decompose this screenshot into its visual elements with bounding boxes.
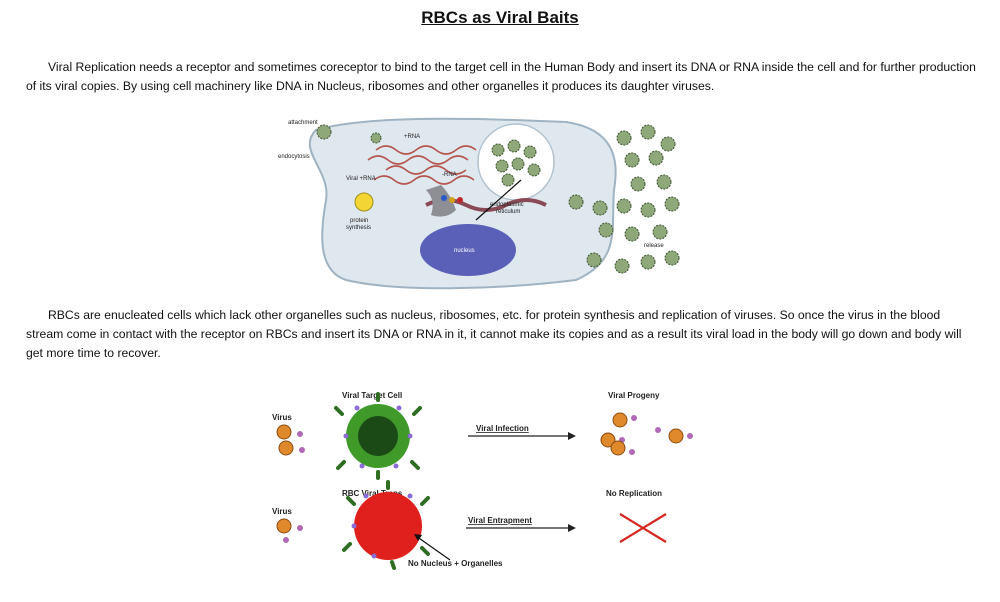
label-no-replication: No Replication bbox=[606, 489, 662, 498]
viral-replication-svg: attachment endocytosis +RNA -RNA Viral +… bbox=[278, 117, 680, 290]
paragraph-viral-replication: Viral Replication needs a receptor and s… bbox=[26, 60, 976, 93]
document-title: RBCs as Viral Baits bbox=[421, 8, 579, 27]
label-virus-top: Virus bbox=[272, 413, 292, 422]
virus-group-top bbox=[276, 424, 305, 456]
virus-attachment bbox=[316, 124, 382, 144]
paragraph-rbcs: RBCs are enucleated cells which lack oth… bbox=[26, 308, 962, 360]
label-viral-progeny: Viral Progeny bbox=[608, 391, 660, 400]
label-viral-entrapment: Viral Entrapment bbox=[468, 516, 532, 525]
rbc-viral-traps-svg: Viral Target Cell Viral Progeny Virus bbox=[272, 391, 693, 570]
rbc-shape bbox=[342, 480, 430, 570]
label-no-nucleus: No Nucleus + Organelles bbox=[408, 559, 503, 568]
rna-strands bbox=[367, 145, 477, 185]
nucleus-shape bbox=[420, 224, 516, 276]
golgi-shape bbox=[426, 185, 456, 217]
pointer-no-nucleus bbox=[415, 535, 451, 561]
protein-blob bbox=[354, 192, 374, 212]
label-virus-bottom: Virus bbox=[272, 507, 292, 516]
label-synthesis: synthesis bbox=[346, 225, 371, 231]
label-release: release bbox=[644, 243, 664, 249]
viral-replication-diagram: attachment endocytosis +RNA -RNA Viral +… bbox=[276, 110, 686, 292]
label-viral-infection: Viral Infection bbox=[476, 424, 529, 433]
label-plus-rna: +RNA bbox=[404, 134, 420, 140]
label-minus-rna: -RNA bbox=[442, 172, 457, 178]
label-rbc-viral-traps: RBC Viral Traps bbox=[342, 489, 403, 498]
virus-group-bottom bbox=[276, 518, 303, 543]
label-viral-target-cell: Viral Target Cell bbox=[342, 391, 402, 400]
virus-cluster-released bbox=[568, 124, 680, 274]
label-reticulum: reticulum bbox=[496, 209, 520, 215]
virus-cluster-inside bbox=[491, 139, 541, 187]
viral-target-cell-shape bbox=[334, 392, 422, 480]
virus-progeny-group bbox=[600, 412, 693, 456]
label-protein: protein bbox=[350, 218, 368, 224]
label-attachment: attachment bbox=[288, 120, 318, 126]
cross-icon bbox=[619, 513, 667, 543]
label-nucleus: nucleus bbox=[454, 248, 475, 254]
label-endoplasmic: endoplasmic bbox=[490, 202, 524, 208]
label-viral-rna: Viral +RNA bbox=[346, 176, 376, 182]
label-endocytosis: endocytosis bbox=[278, 154, 310, 160]
rbc-viral-traps-diagram: Viral Target Cell Viral Progeny Virus bbox=[262, 384, 712, 574]
